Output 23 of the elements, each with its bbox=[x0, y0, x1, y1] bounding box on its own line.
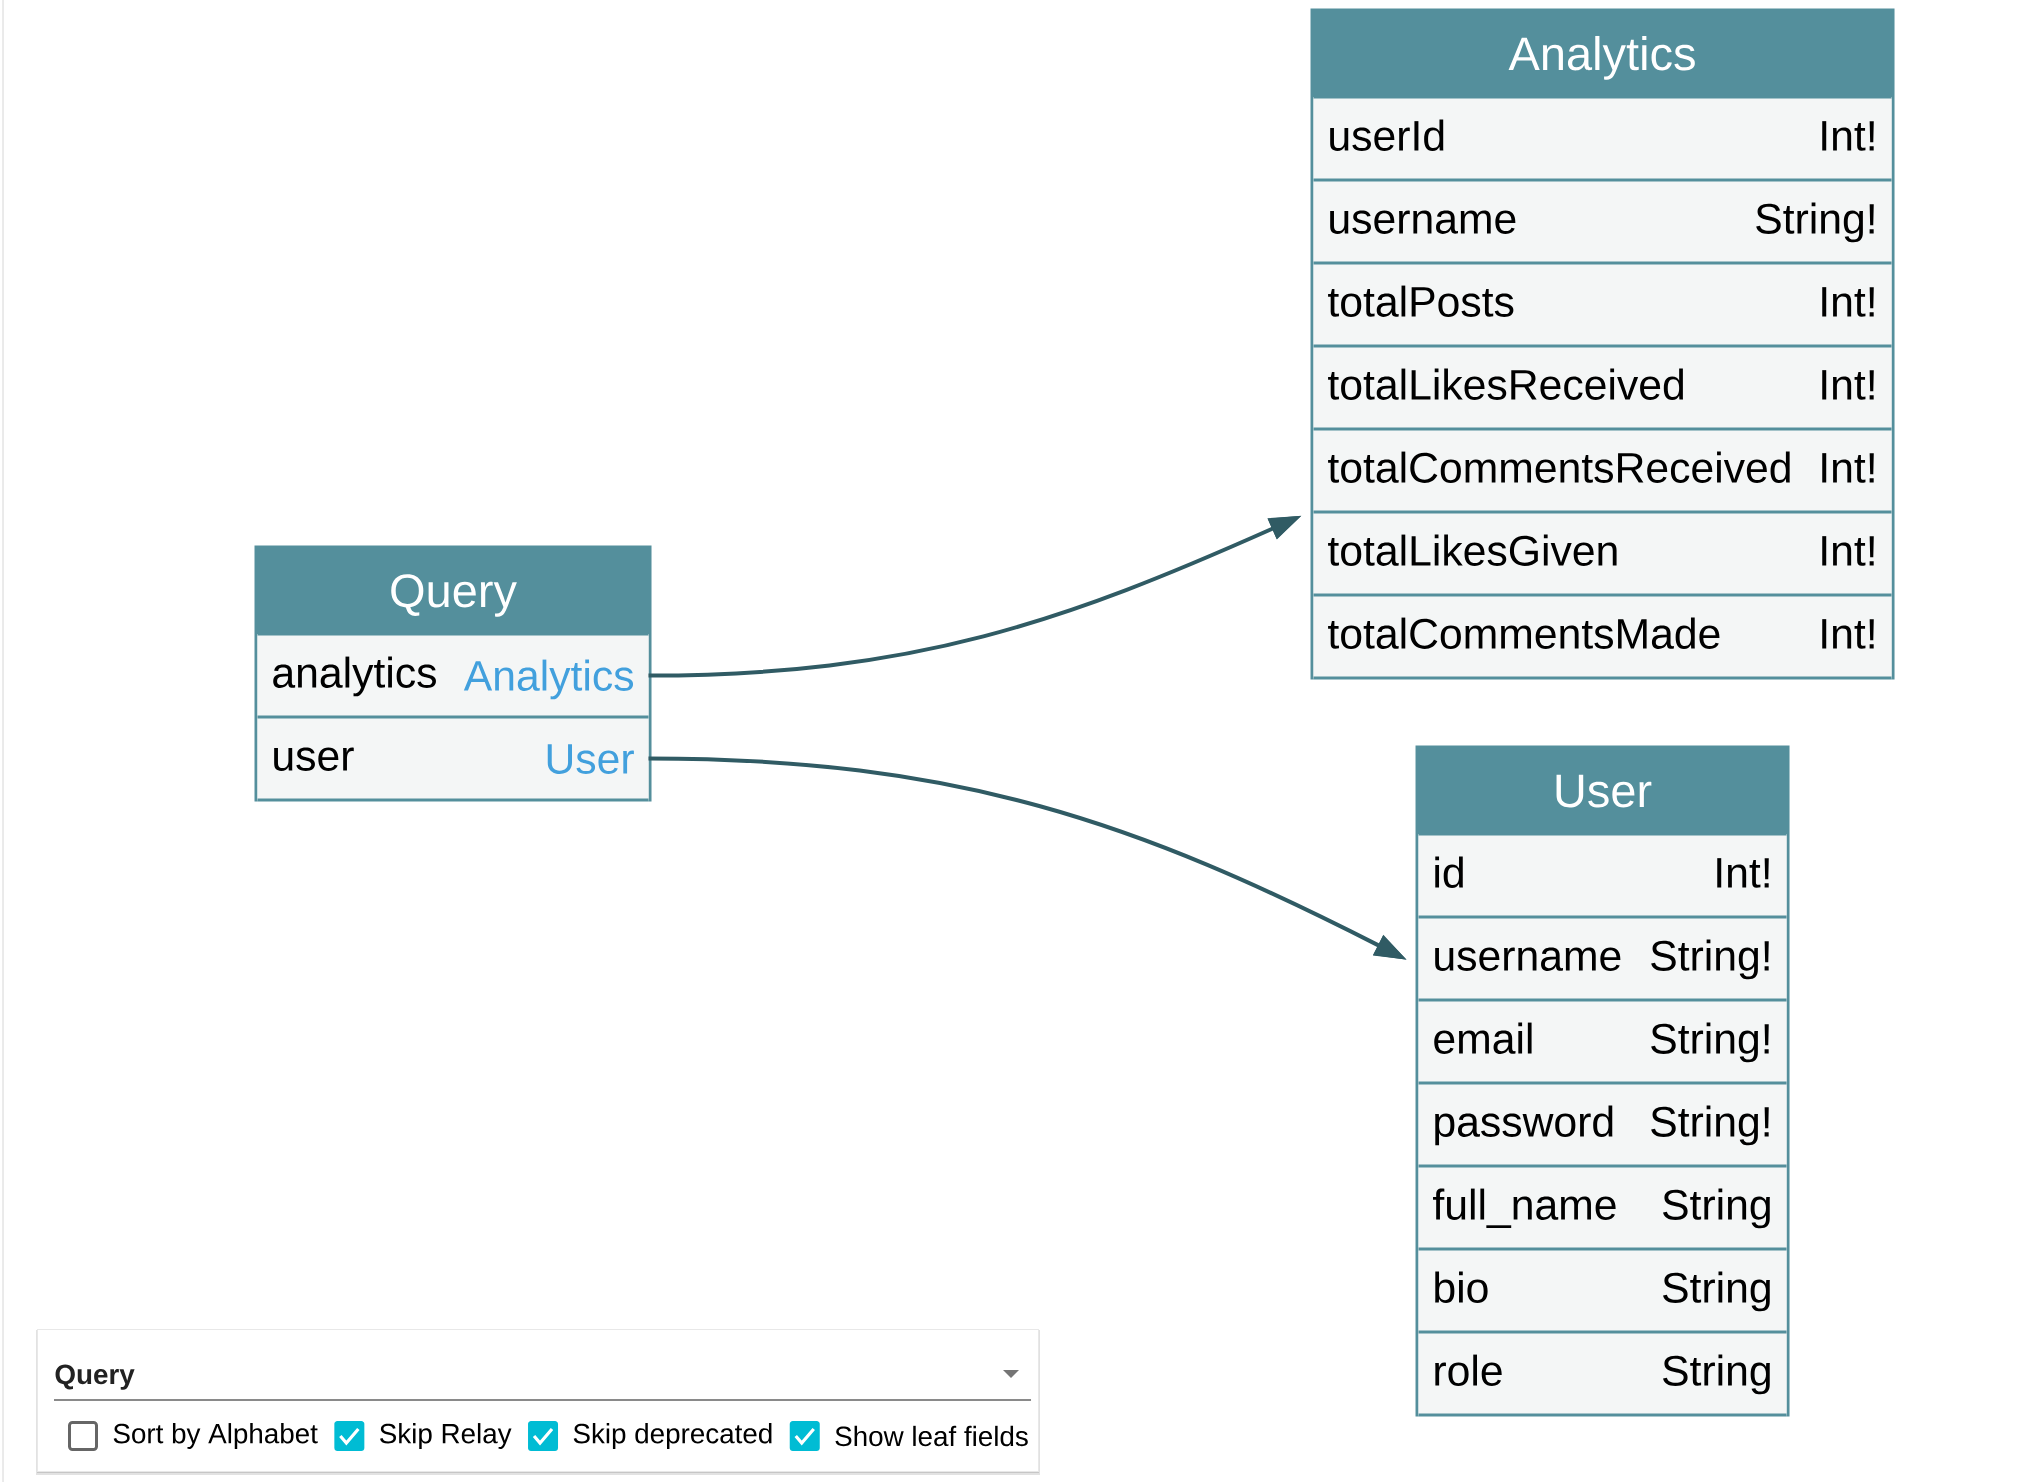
field-row: totalCommentsMade Int! bbox=[1313, 595, 1892, 678]
field-row: user User bbox=[257, 717, 649, 800]
checkbox-label: Skip deprecated bbox=[573, 1423, 772, 1449]
select-field: Query bbox=[53, 1364, 1032, 1401]
field-row: totalLikesGiven Int! bbox=[1313, 512, 1892, 595]
field-row: totalLikesReceived Int! bbox=[1313, 346, 1892, 429]
arrow bbox=[648, 756, 1407, 960]
field-row: totalCommentsReceived Int! bbox=[1313, 429, 1892, 512]
field-row: analytics Analytics bbox=[257, 634, 649, 717]
field-row: bio String bbox=[1418, 1249, 1787, 1332]
field-row: email String! bbox=[1418, 1000, 1787, 1083]
field-row: full_name String bbox=[1418, 1166, 1787, 1249]
field-row: username String! bbox=[1313, 180, 1892, 263]
field-row: role String bbox=[1418, 1332, 1787, 1415]
field-row: id Int! bbox=[1418, 834, 1787, 917]
checkbox-label: Skip Relay bbox=[380, 1423, 512, 1449]
field-row: password String! bbox=[1418, 1083, 1787, 1166]
arrow bbox=[648, 515, 1302, 678]
checkbox-label: Sort by Alphabet bbox=[113, 1423, 318, 1449]
field-row: userId Int! bbox=[1313, 97, 1892, 180]
field-row: username String! bbox=[1418, 917, 1787, 1000]
field-row: totalPosts Int! bbox=[1313, 263, 1892, 346]
checkbox-label: Show leaf fields bbox=[835, 1425, 1028, 1447]
